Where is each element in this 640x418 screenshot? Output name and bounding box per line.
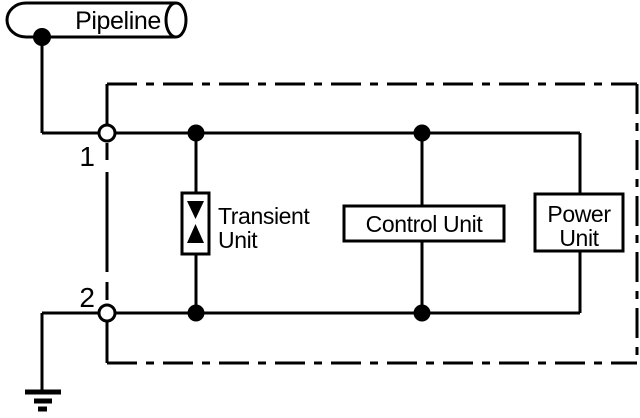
pipeline-cylinder: Pipeline [5,1,188,46]
power-unit-box [533,192,625,253]
control-unit-box [342,204,506,243]
enclosure-border [105,82,639,365]
pipeline-label: Pipeline [75,7,161,35]
pipeline-tap-dot [33,28,51,46]
control-unit: Control Unit [342,204,506,243]
transient-unit-label-line1: Transient [218,203,310,229]
terminal-1-label: 1 [79,141,94,172]
pipeline-end-cap [164,1,188,39]
power-unit: Power Unit [533,192,625,253]
terminal-2-label: 2 [79,282,94,313]
junction-dots [187,124,431,322]
junction-dot [413,304,431,322]
power-unit-label-line2: Unit [559,225,599,251]
terminal-2 [97,303,117,323]
terminal-1 [97,123,117,143]
surge-arrester-icon [187,201,204,243]
ground-icon [25,389,61,412]
transient-unit-label-line2: Unit [218,227,258,253]
junction-dot [413,124,431,142]
junction-dot [187,124,205,142]
transient-unit: Transient Unit [180,191,311,256]
wires [40,37,582,392]
power-unit-label-line1: Power [547,201,611,227]
terminals: 1 2 [79,123,117,323]
junction-dot [187,304,205,322]
control-unit-label: Control Unit [366,211,484,237]
